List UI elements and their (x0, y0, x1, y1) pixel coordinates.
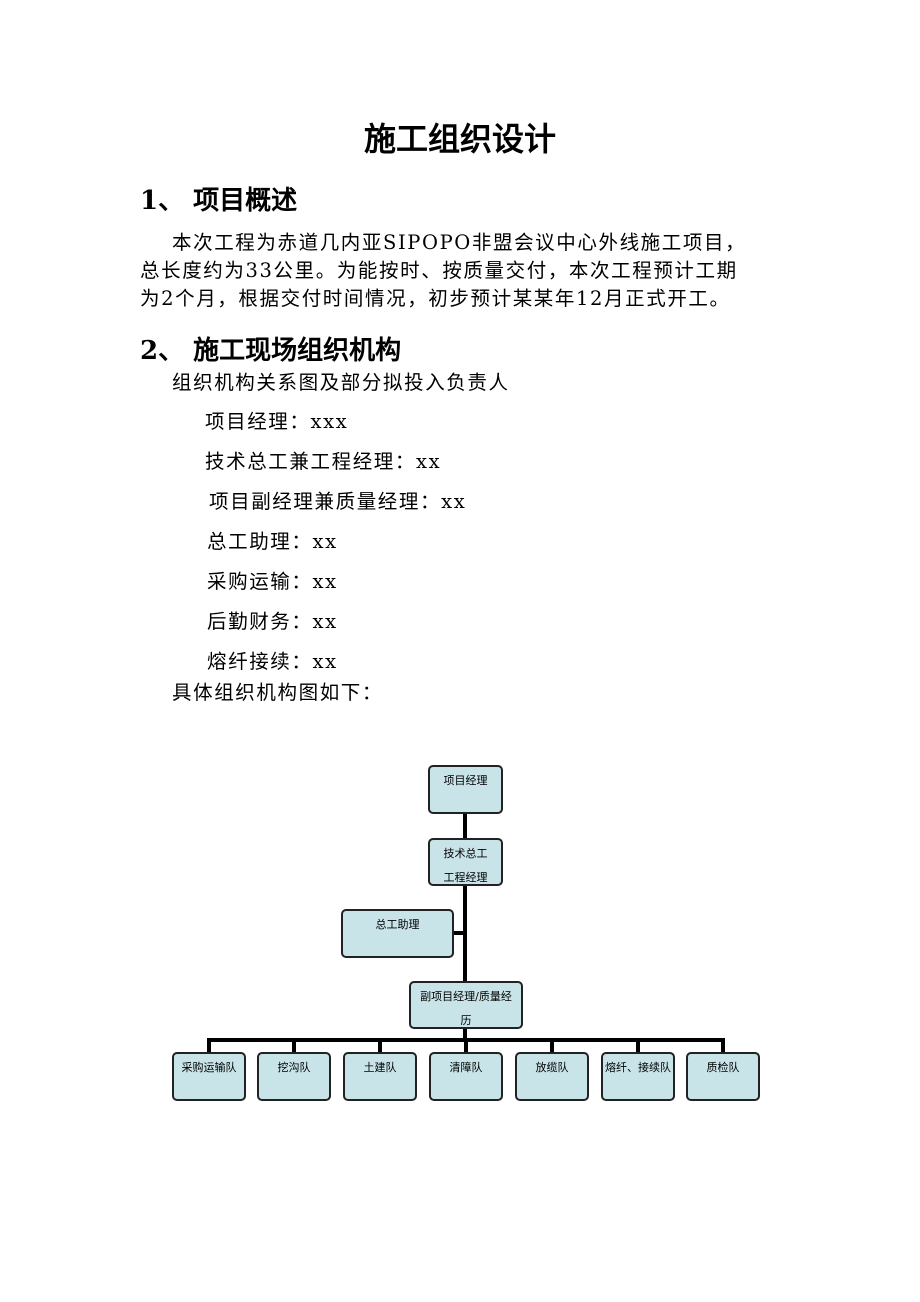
org-box-team: 土建队 (343, 1052, 417, 1101)
connector-drop (464, 1040, 468, 1053)
org-box-team: 采购运输队 (172, 1052, 246, 1101)
paragraph-line: 总长度约为33公里。为能按时、按质量交付，本次工程预计工期 (140, 259, 738, 282)
box-line: 工程经理 (443, 871, 488, 884)
connector-assistant (452, 931, 465, 935)
org-box-assistant: 总工助理 (341, 909, 454, 958)
connector-drop (636, 1040, 640, 1053)
connector-drop (378, 1040, 382, 1053)
connector-drop (292, 1040, 296, 1053)
org-box-team: 挖沟队 (257, 1052, 331, 1101)
connector-drop (550, 1040, 554, 1053)
paragraph-line: 为2个月，根据交付时间情况，初步预计某某年12月正式开工。 (140, 287, 731, 310)
connector-drop (207, 1040, 211, 1053)
paragraph-line: 本次工程为赤道几内亚SIPOPO非盟会议中心外线施工项目， (172, 231, 747, 254)
org-box-team: 质检队 (686, 1052, 760, 1101)
org-box-team: 放缆队 (515, 1052, 589, 1101)
org-box-team: 熔纤、接续队 (601, 1052, 675, 1101)
staff-item: 采购运输：xx (207, 570, 338, 593)
org-box-deputy: 副项目经理/质量经历 (409, 981, 523, 1029)
staff-item: 后勤财务：xx (207, 610, 338, 633)
staff-item: 熔纤接续：xx (207, 650, 338, 673)
chart-intro: 具体组织机构图如下： (172, 681, 384, 704)
box-line: 历 (460, 1014, 472, 1027)
box-line: 副项目经理/质量经 (420, 990, 512, 1003)
org-box-manager: 项目经理 (428, 765, 503, 814)
connector-spine (463, 812, 467, 1042)
box-line: 技术总工 (443, 847, 488, 860)
staff-item: 技术总工兼工程经理：xx (205, 450, 442, 473)
section-2-intro: 组织机构关系图及部分拟投入负责人 (172, 371, 510, 394)
page-title: 施工组织设计 (363, 120, 556, 158)
org-box-chief-engineer: 技术总工工程经理 (428, 838, 503, 886)
staff-item: 总工助理：xx (207, 530, 338, 553)
connector-drop (721, 1040, 725, 1053)
section-1-heading: 1、 项目概述 (140, 186, 298, 216)
staff-item: 项目经理：xxx (205, 410, 349, 433)
org-box-team: 清障队 (429, 1052, 503, 1101)
section-2-heading: 2、 施工现场组织机构 (140, 336, 402, 366)
staff-item: 项目副经理兼质量经理：xx (209, 490, 467, 513)
